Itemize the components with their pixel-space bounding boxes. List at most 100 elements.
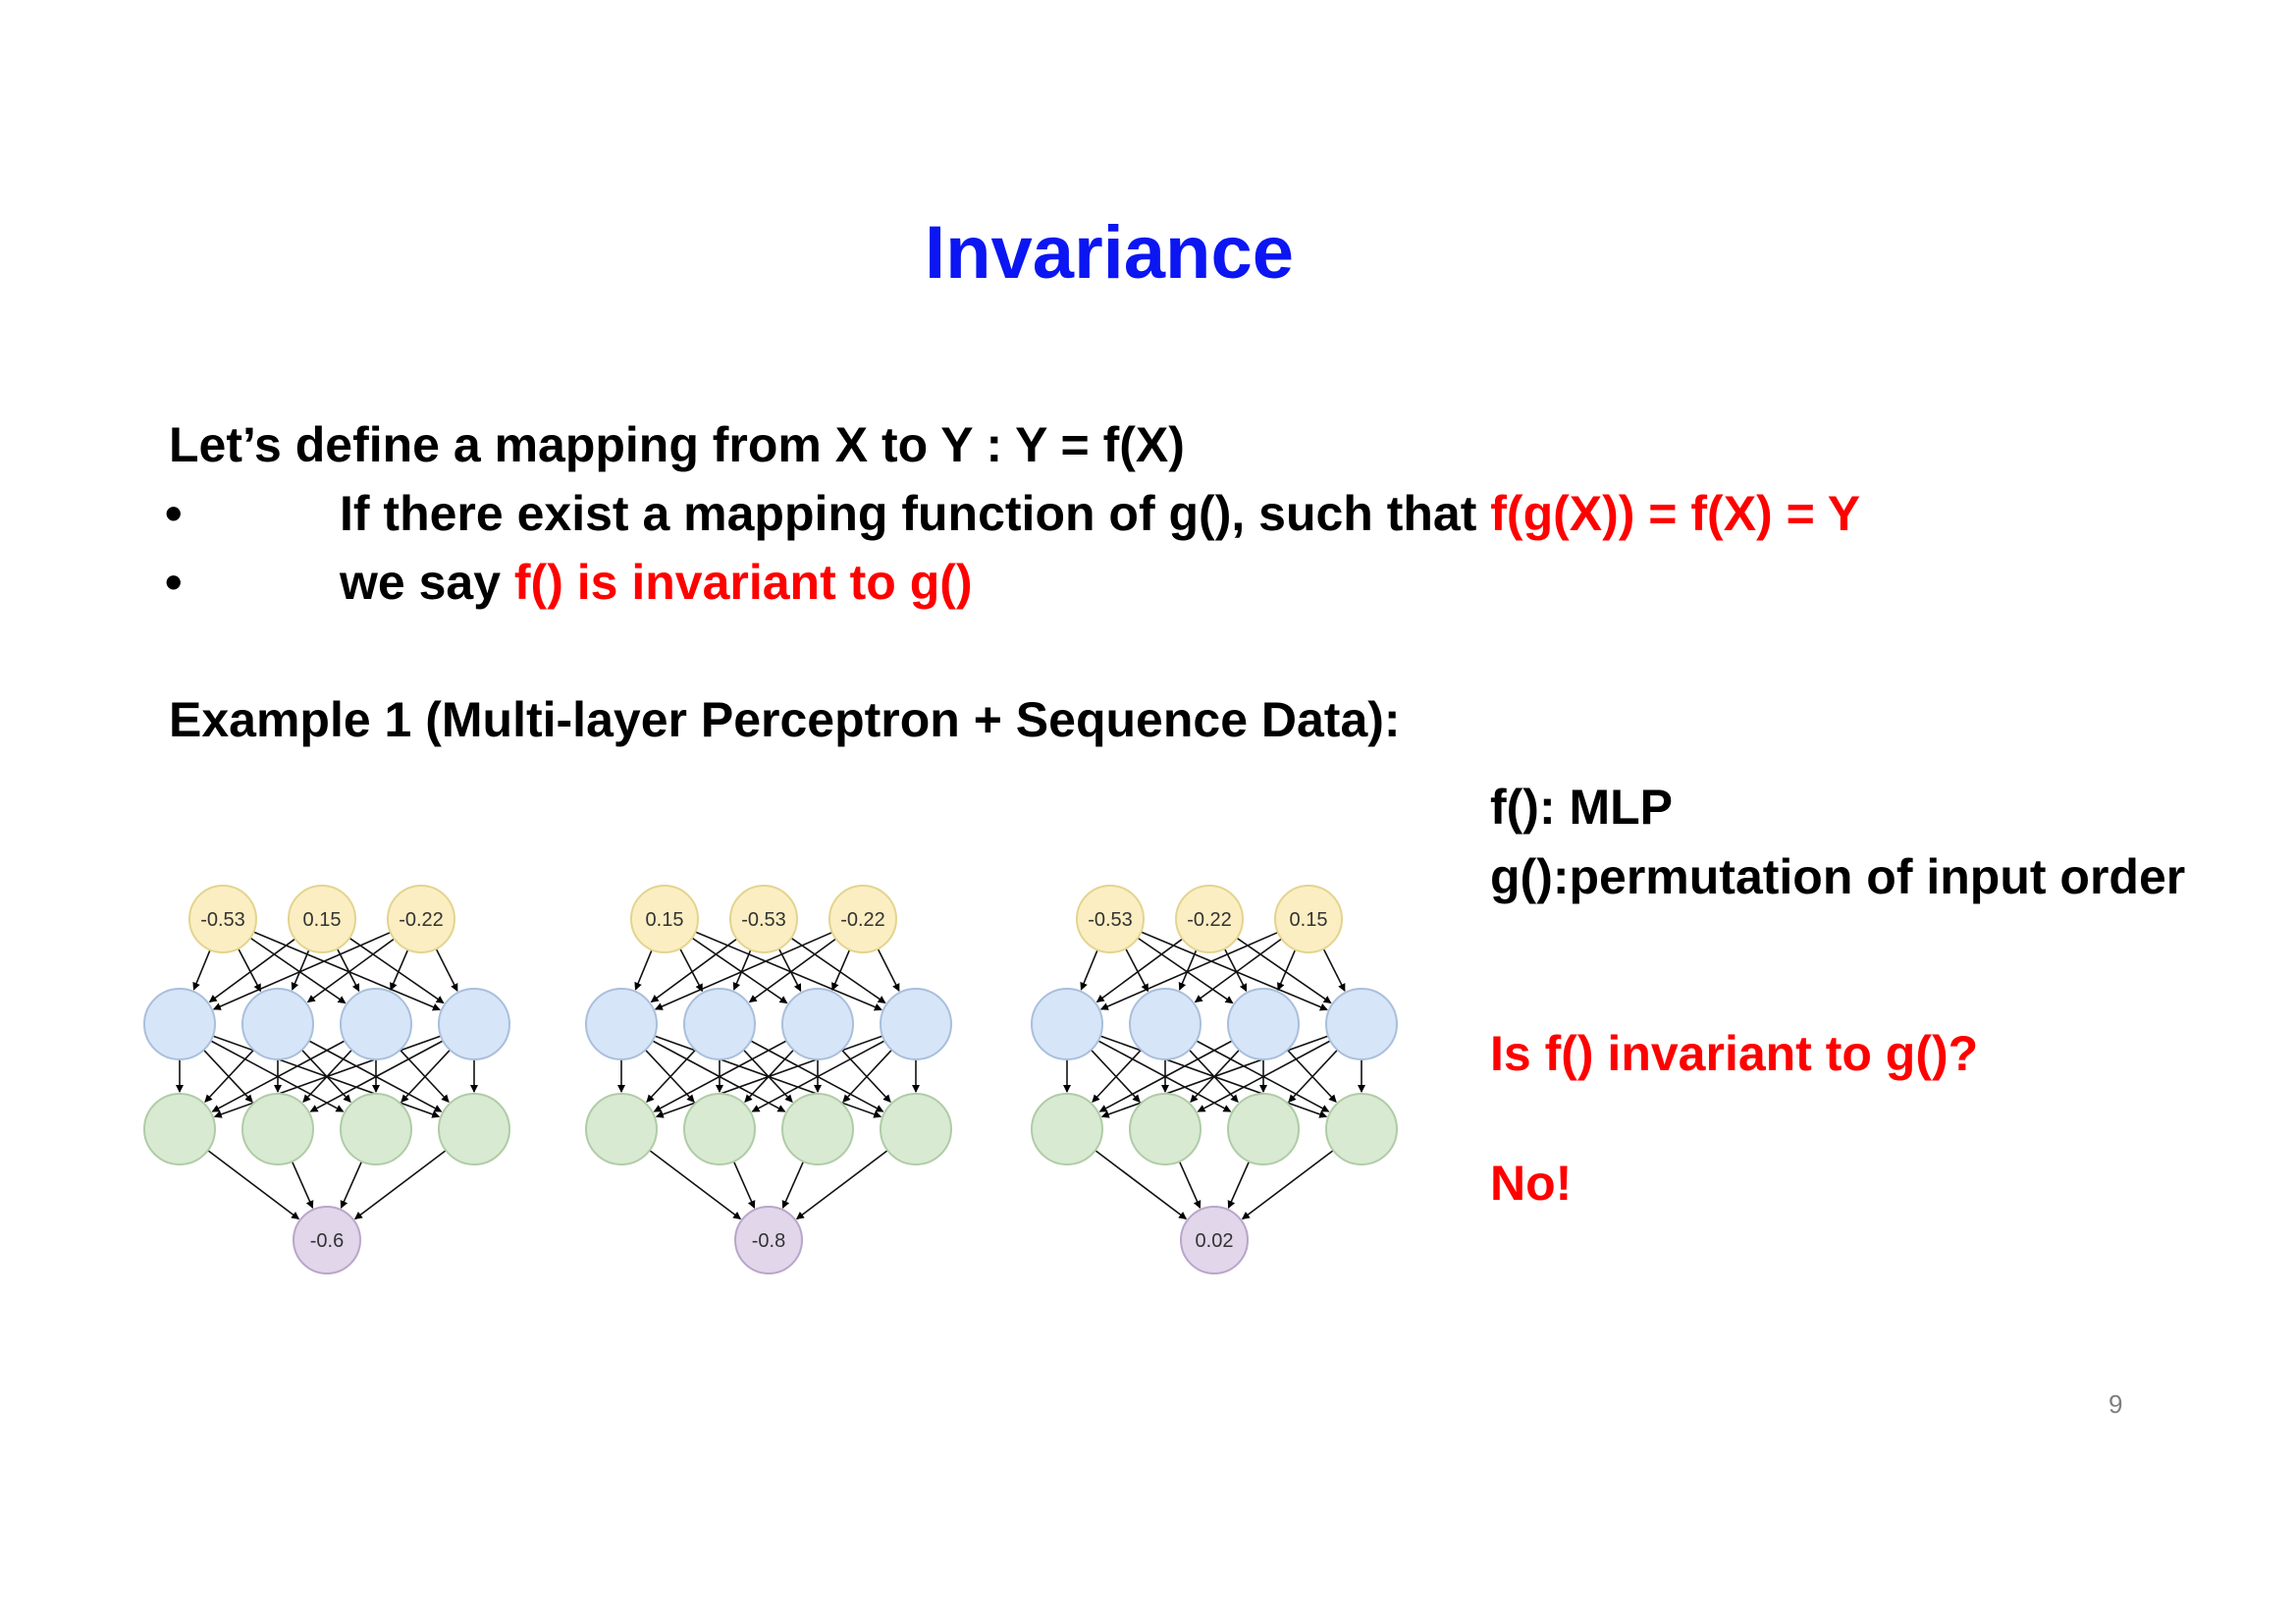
edge-hidden2-output	[795, 1150, 888, 1219]
hidden-node-layer1	[1227, 988, 1300, 1060]
input-node	[828, 885, 897, 953]
bullet-text-1: If there exist a mapping function of g()…	[340, 486, 1491, 541]
edge-hidden1-hidden2	[204, 1049, 255, 1103]
edge-hidden1-hidden2	[652, 1040, 786, 1112]
edge-hidden1-hidden2	[751, 1040, 885, 1112]
edge-input-hidden1	[695, 931, 882, 1011]
edge-input-hidden1	[1194, 938, 1283, 1003]
hidden-node-layer2	[143, 1093, 216, 1165]
edge-input-hidden1	[336, 947, 360, 993]
f-label: f(): MLP	[1490, 780, 1674, 835]
edge-input-hidden1	[253, 931, 441, 1011]
hidden-node-layer2	[781, 1093, 854, 1165]
edge-input-hidden1	[208, 938, 296, 1003]
input-node-value: -0.22	[1187, 909, 1232, 931]
input-node	[1076, 885, 1145, 953]
edge-hidden2-output	[1178, 1161, 1201, 1209]
edge-input-hidden1	[306, 938, 396, 1003]
hidden-node-layer2	[1031, 1093, 1103, 1165]
hidden-node-layer1	[241, 988, 314, 1060]
bullet-marker-1: •	[165, 486, 183, 541]
input-node	[387, 885, 455, 953]
edge-hidden2-output	[732, 1161, 756, 1209]
definition-text: Let’s define a mapping from X to Y : Y =…	[169, 417, 1185, 472]
input-node-value: 0.15	[303, 909, 342, 931]
edge-hidden1-hidden2	[646, 1049, 697, 1103]
input-node-value: 0.15	[1290, 909, 1328, 931]
hidden-node-layer2	[585, 1093, 658, 1165]
edge-hidden1-hidden2	[644, 1049, 695, 1103]
edge-input-hidden1	[650, 938, 738, 1003]
edge-hidden1-hidden2	[309, 1040, 444, 1112]
edge-hidden1-hidden2	[1097, 1040, 1232, 1112]
edge-hidden2-output	[291, 1161, 314, 1209]
hidden-node-layer1	[1129, 988, 1201, 1060]
hidden-node-layer1	[143, 988, 216, 1060]
edge-hidden2-output	[1227, 1161, 1251, 1209]
hidden-node-layer1	[1031, 988, 1103, 1060]
hidden-node-layer1	[340, 988, 412, 1060]
hidden-node-layer2	[438, 1093, 510, 1165]
edge-input-hidden1	[1099, 931, 1279, 1010]
bullet-line-1: If there exist a mapping function of g()…	[340, 489, 1860, 538]
input-node-value: -0.22	[399, 909, 444, 931]
edge-hidden1-hidden2	[1197, 1040, 1331, 1112]
edge-hidden2-output	[781, 1161, 805, 1209]
hidden-node-layer2	[683, 1093, 756, 1165]
edge-hidden1-hidden2	[842, 1049, 893, 1103]
edge-input-hidden1	[390, 948, 409, 992]
edge-input-hidden1	[212, 931, 392, 1010]
edge-input-hidden1	[691, 937, 788, 1004]
edge-input-hidden1	[435, 947, 458, 992]
edge-hidden1-hidden2	[1090, 1049, 1141, 1103]
edge-input-hidden1	[1178, 949, 1198, 991]
edge-input-hidden1	[1080, 949, 1098, 991]
edge-input-hidden1	[1137, 937, 1234, 1004]
hidden-node-layer1	[585, 988, 658, 1060]
edge-input-hidden1	[1322, 947, 1346, 992]
edge-hidden1-hidden2	[750, 1040, 884, 1112]
edge-hidden1-hidden2	[400, 1049, 452, 1103]
edge-input-hidden1	[877, 947, 900, 992]
hidden-node-layer2	[1325, 1093, 1398, 1165]
hidden-node-layer2	[880, 1093, 952, 1165]
edge-input-hidden1	[1125, 947, 1149, 993]
edge-input-hidden1	[348, 937, 445, 1004]
bullet-line-2: we say f() is invariant to g()	[340, 558, 973, 607]
edge-input-hidden1	[1223, 947, 1248, 993]
input-node	[1274, 885, 1343, 953]
output-node-value: -0.8	[752, 1230, 785, 1252]
edge-hidden1-hidden2	[653, 1040, 787, 1112]
edge-hidden2-output	[649, 1150, 742, 1219]
bullet-text-2: we say	[340, 555, 514, 610]
hidden-node-layer1	[781, 988, 854, 1060]
input-node-value: -0.53	[200, 909, 245, 931]
hidden-node-layer2	[1129, 1093, 1201, 1165]
edge-input-hidden1	[291, 949, 310, 991]
edge-hidden1-hidden2	[1098, 1040, 1233, 1112]
bullet-highlight-1: f(g(X)) = f(X) = Y	[1490, 486, 1861, 541]
edge-hidden2-output	[353, 1150, 447, 1219]
bullet-highlight-2: f() is invariant to g()	[513, 555, 973, 610]
input-node	[1175, 885, 1244, 953]
g-label: g():permutation of input order	[1490, 849, 2186, 904]
hidden-node-layer2	[241, 1093, 314, 1165]
edge-input-hidden1	[732, 949, 752, 991]
input-node	[188, 885, 257, 953]
edge-hidden1-hidden2	[1196, 1040, 1330, 1112]
page-number: 9	[2109, 1389, 2123, 1419]
edge-input-hidden1	[831, 948, 851, 992]
answer-text: No!	[1490, 1156, 1573, 1211]
invariance-question: Is f() invariant to g()?	[1490, 1026, 1979, 1081]
bullet-marker-2: •	[165, 555, 183, 610]
output-node-value: -0.6	[310, 1230, 344, 1252]
edge-input-hidden1	[1141, 931, 1328, 1011]
hidden-node-layer1	[880, 988, 952, 1060]
hidden-node-layer1	[683, 988, 756, 1060]
edge-input-hidden1	[654, 931, 833, 1010]
edge-input-hidden1	[790, 937, 886, 1004]
edge-hidden1-hidden2	[1288, 1049, 1339, 1103]
hidden-node-layer2	[1227, 1093, 1300, 1165]
edge-input-hidden1	[1095, 938, 1184, 1003]
edge-input-hidden1	[777, 947, 802, 993]
